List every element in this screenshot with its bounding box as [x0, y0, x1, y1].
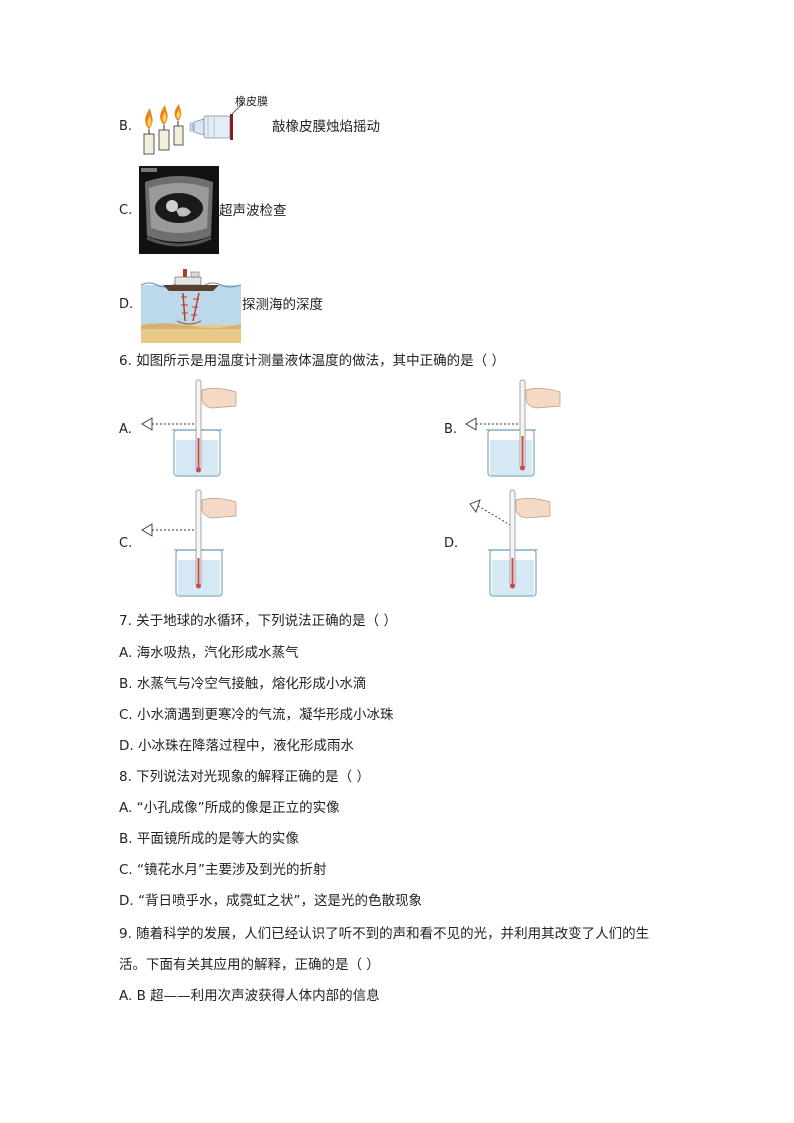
candles-drum-figure — [138, 94, 250, 158]
q6-stem: 6. 如图所示是用温度计测量液体温度的做法，其中正确的是（ ） — [119, 353, 505, 369]
q5-option-b-caption: 敲橡皮膜烛焰摇动 — [272, 119, 380, 135]
q8-option-d: D. “背日喷乎水，成霓虹之状”，这是光的色散现象 — [119, 893, 422, 909]
thermometer-figure-c — [136, 488, 246, 600]
q5-option-d-letter: D. — [119, 297, 134, 312]
sonar-ship-figure — [141, 263, 241, 343]
q6-option-d-letter: D. — [444, 536, 459, 551]
q8-option-a: A. “小孔成像”所成的像是正立的实像 — [119, 800, 340, 816]
q8-stem: 8. 下列说法对光现象的解释正确的是（ ） — [119, 769, 370, 785]
thermometer-figure-b — [460, 378, 570, 478]
thermometer-figure-d — [460, 488, 570, 600]
ultrasound-image — [139, 166, 219, 254]
q6-option-a-letter: A. — [119, 422, 132, 437]
q9-stem-line2: 活。下面有关其应用的解释，正确的是（ ） — [119, 957, 380, 973]
q7-option-b: B. 水蒸气与冷空气接触，熔化形成小水滴 — [119, 676, 367, 692]
thermometer-figure-a — [136, 378, 246, 478]
q5-option-c-caption: 超声波检查 — [219, 203, 287, 219]
q8-option-b: B. 平面镜所成的是等大的实像 — [119, 831, 299, 847]
q5-option-b-letter: B. — [119, 119, 133, 134]
q7-option-d: D. 小冰珠在降落过程中，液化形成雨水 — [119, 738, 354, 754]
q8-option-c: C. “镜花水月”主要涉及到光的折射 — [119, 862, 327, 878]
q7-option-c: C. 小水滴遇到更寒冷的气流，凝华形成小冰珠 — [119, 707, 394, 723]
q6-option-b-letter: B. — [444, 422, 458, 437]
rubber-membrane-callout: 橡皮膜 — [235, 95, 268, 108]
q5-option-d-caption: 探测海的深度 — [242, 297, 323, 313]
q9-stem-line1: 9. 随着科学的发展，人们已经认识了听不到的声和看不见的光，并利用其改变了人们的… — [119, 926, 650, 942]
q7-option-a: A. 海水吸热，汽化形成水蒸气 — [119, 645, 299, 661]
q7-stem: 7. 关于地球的水循环，下列说法正确的是（ ） — [119, 613, 397, 629]
q5-option-c-letter: C. — [119, 203, 133, 218]
q9-option-a: A. B 超——利用次声波获得人体内部的信息 — [119, 988, 380, 1004]
q6-option-c-letter: C. — [119, 536, 133, 551]
